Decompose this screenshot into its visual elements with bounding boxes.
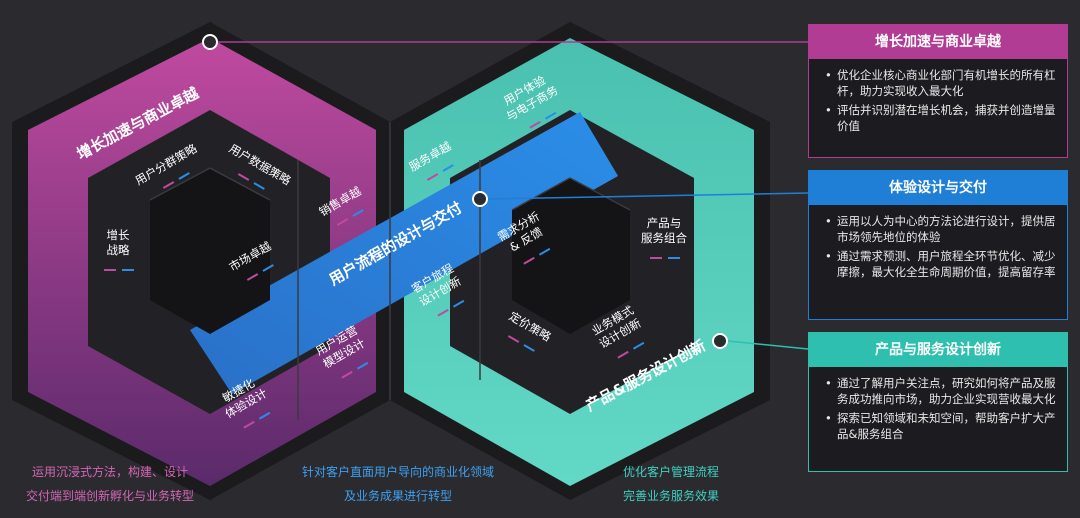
- cell-accent-business-model: [617, 341, 645, 359]
- caption-line: 运用沉浸式方法，构建、设计: [31, 465, 188, 479]
- caption-line: 针对客户直面用户导向的商业化领域: [301, 465, 494, 479]
- cell-accent-needs-analysis: [523, 247, 551, 265]
- cell-accent-user-data: [237, 173, 265, 190]
- left-cube: [150, 168, 270, 334]
- cell-accent-user-experience-ecommerce: [529, 111, 557, 129]
- cell-dividers: [149, 122, 631, 420]
- cell-accent-agile: [243, 411, 271, 429]
- cell-accent-ops-model: [341, 361, 369, 379]
- card-bullet: 评估并识别潜在增长机会，捕获并创造增量价值: [825, 102, 1057, 134]
- cell-label-growth-strategy: 增长战略: [107, 228, 130, 257]
- caption-line: 及业务成果进行转型: [343, 489, 452, 503]
- right-cube: [512, 178, 630, 334]
- cell-accent-service-excellence: [426, 164, 454, 181]
- card-bullet: 优化企业核心商业化部门有机增长的所有杠杆，助力实现收入最大化: [825, 67, 1057, 99]
- cell-accent-pricing: [507, 335, 535, 352]
- product-card: 产品与服务设计创新 通过了解用户关注点，研究如何将产品及服务成功推向市场，助力企…: [808, 332, 1068, 472]
- experience-card: 体验设计与交付 运用以人为中心的方法论进行设计，提供居市场领先地位的体验 通过需…: [808, 170, 1068, 320]
- caption-line: 交付端到端创新孵化与业务转型: [25, 489, 194, 503]
- caption-growth: 运用沉浸式方法，构建、设计 交付端到端创新孵化与业务转型: [10, 460, 210, 508]
- cell-accent-sales-excellence: [336, 209, 364, 226]
- card-bullet: 探索已知领域和未知空间，帮助客户扩大产品&服务组合: [825, 410, 1057, 442]
- card-bullet: 通过了解用户关注点，研究如何将产品及服务成功推向市场，助力企业实现营收最大化: [825, 375, 1057, 407]
- cell-accent-journey-design: [437, 299, 465, 317]
- card-bullet: 通过需求预测、用户旅程全环节优化、减少摩擦，最大化全生命周期价值，提高留存率: [825, 248, 1057, 280]
- card-title: 产品与服务设计创新: [809, 333, 1067, 367]
- user-journey-band: [190, 112, 618, 394]
- caption-journey: 针对客户直面用户导向的商业化领域 及业务成果进行转型: [290, 460, 506, 508]
- growth-marker: [202, 34, 218, 50]
- card-title: 体验设计与交付: [809, 171, 1067, 205]
- cell-accent-market-excellence: [246, 264, 274, 281]
- growth-card: 增长加速与商业卓越 优化企业核心商业化部门有机增长的所有杠杆，助力实现收入最大化…: [808, 24, 1068, 158]
- caption-product: 优化客户管理流程 完善业务服务效果: [596, 460, 746, 508]
- caption-line: 完善业务服务效果: [622, 489, 719, 503]
- card-title: 增长加速与商业卓越: [809, 25, 1067, 59]
- card-bullet: 运用以人为中心的方法论进行设计，提供居市场领先地位的体验: [825, 213, 1057, 245]
- connectors: [218, 41, 809, 350]
- cell-accent-user-segmentation: [162, 172, 190, 189]
- product-marker: [712, 333, 728, 349]
- journey-marker: [472, 191, 488, 207]
- cell-label-product-service-mix: 产品与服务组合: [641, 216, 687, 245]
- caption-line: 优化客户管理流程: [622, 465, 719, 479]
